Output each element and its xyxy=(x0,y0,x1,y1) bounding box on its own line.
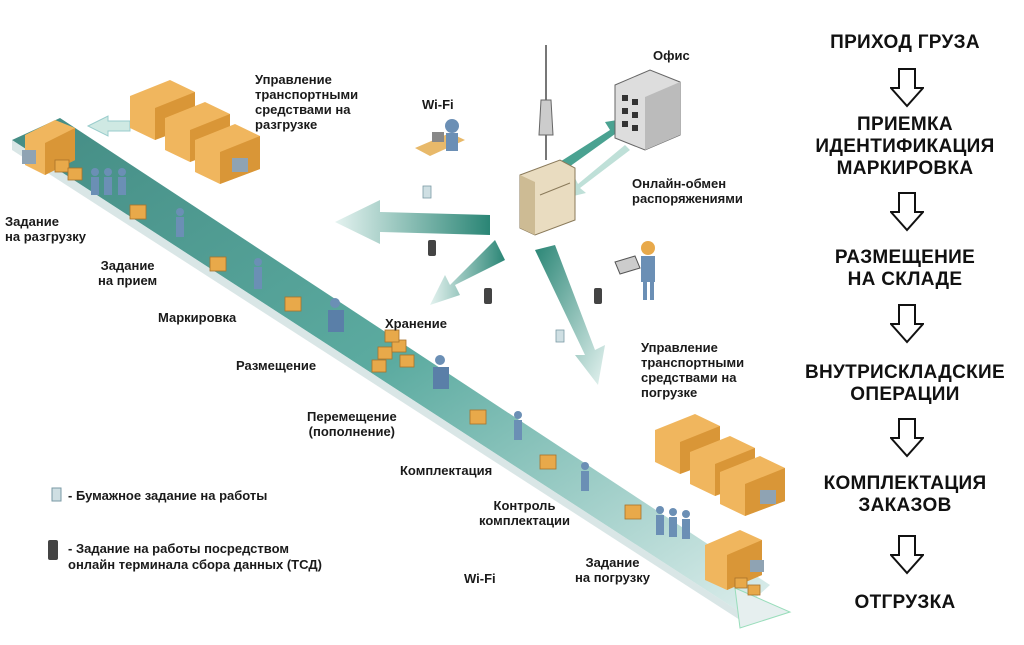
picking-label: Комплектация xyxy=(400,463,493,478)
picking-control-label: Контроль комплектации xyxy=(479,498,570,528)
server-arrow-left xyxy=(335,200,490,244)
stage-arrow-down-icon xyxy=(890,68,924,108)
conveyor-belt xyxy=(12,118,770,612)
paper-task-icons xyxy=(422,185,565,343)
stage-order-picking: КОМПЛЕКТАЦИЯ ЗАКАЗОВ xyxy=(823,473,987,516)
task-load-label: Задание на погрузку xyxy=(575,555,650,585)
legend-tsd-icon xyxy=(48,540,58,560)
stage-internal-ops: ВНУТРИСКЛАДСКИЕ ОПЕРАЦИИ xyxy=(805,362,1005,405)
load-trucks xyxy=(655,414,785,516)
marking-label: Маркировка xyxy=(158,310,237,325)
unload-arrow xyxy=(86,115,131,137)
stage-arrow-down-icon xyxy=(890,418,924,458)
task-receive-label: Задание на прием xyxy=(98,258,158,288)
stage-arrival: ПРИХОД ГРУЗА xyxy=(830,32,980,53)
server-icon xyxy=(519,45,576,236)
wifi-label-top: Wi-Fi xyxy=(422,97,454,112)
stage-acceptance: ПРИЕМКА ИДЕНТИФИКАЦИЯ МАРКИРОВКА xyxy=(815,114,995,179)
conveyor-edge xyxy=(12,140,740,620)
legend-paper-text: - Бумажное задание на работы xyxy=(68,488,268,503)
conveyor-end-arrow xyxy=(734,587,792,629)
legend-paper-icon xyxy=(51,487,62,502)
stage-shipment: ОТГРУЗКА xyxy=(854,592,956,613)
tsd-device-icons xyxy=(428,240,602,304)
movement-label: Перемещение (пополнение) xyxy=(307,409,397,439)
office-label: Офис xyxy=(653,48,690,63)
online-exchange-label: Онлайн-обмен распоряжениями xyxy=(632,176,743,206)
office-server-arrow xyxy=(565,145,630,198)
tsd-operator-icon xyxy=(614,241,655,300)
cargo-boxes xyxy=(54,159,761,596)
placement-label: Размещение xyxy=(236,358,317,373)
belt-workers xyxy=(91,168,690,539)
server-office-arrow xyxy=(555,118,630,172)
server-arrow-down-left xyxy=(430,240,505,305)
legend-tsd-text: - Задание на работы посредством онлайн т… xyxy=(68,541,322,572)
wifi-label-bottom: Wi-Fi xyxy=(464,571,496,586)
stage-placement: РАЗМЕЩЕНИЕ НА СКЛАДЕ xyxy=(834,247,976,290)
server-arrow-down-right xyxy=(535,245,605,385)
storage-label: Хранение xyxy=(385,316,447,331)
office-worker-icon xyxy=(415,119,465,156)
office-building-icon xyxy=(614,69,681,151)
departure-truck xyxy=(705,530,764,590)
transport-load-label: Управление транспортными средствами на п… xyxy=(641,340,745,400)
unload-trucks xyxy=(130,80,260,184)
task-unload-label: Задание на разгрузку xyxy=(5,214,86,244)
stage-arrow-down-icon xyxy=(890,192,924,232)
transport-unload-label: Управление транспортными средствами на р… xyxy=(255,72,359,132)
stage-arrow-down-icon xyxy=(890,535,924,575)
stage-arrow-down-icon xyxy=(890,304,924,344)
